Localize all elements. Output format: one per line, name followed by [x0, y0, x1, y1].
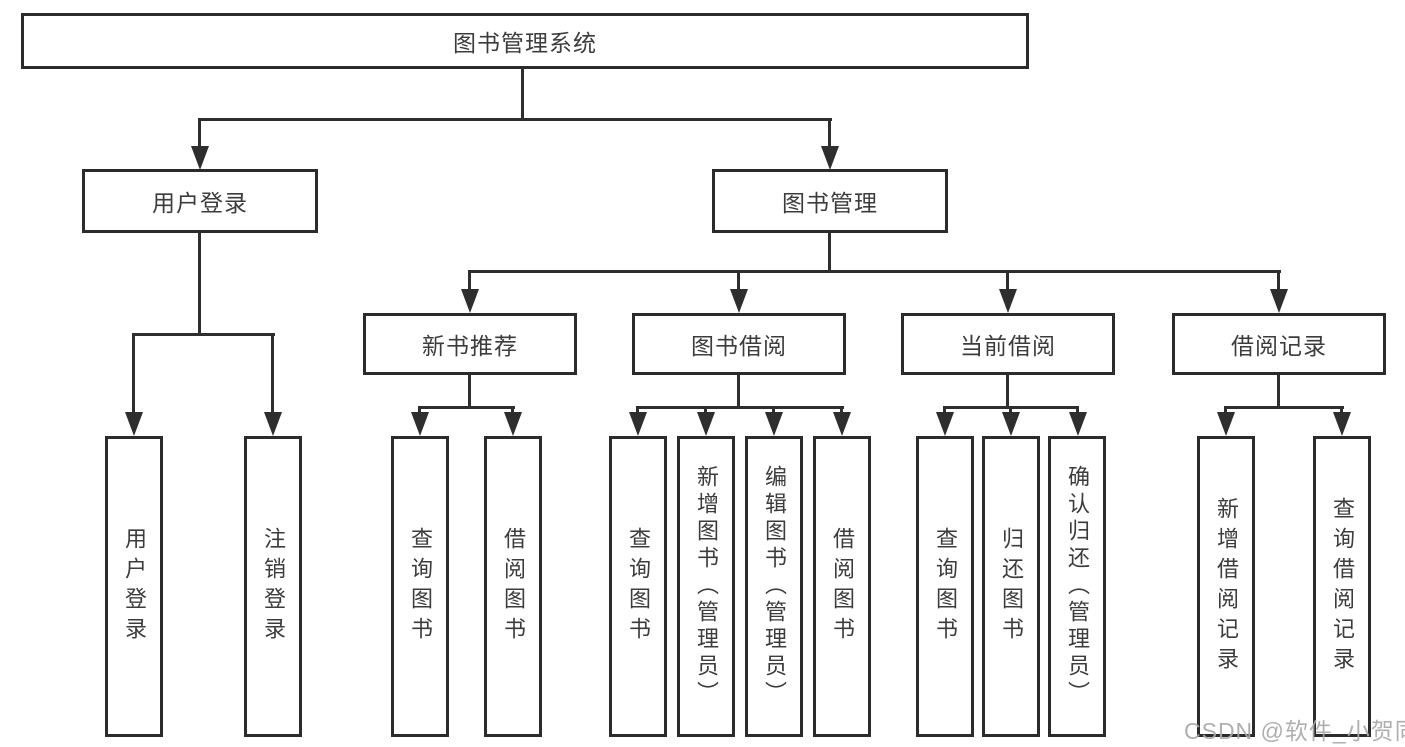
arrowhead-user-login: [191, 146, 209, 170]
leaf-newbooks-borrow-label: 借阅图书: [501, 526, 526, 647]
arrowhead-current-query: [936, 412, 954, 436]
connector-root-stub-right: [828, 118, 831, 149]
node-new-books-label: 新书推荐: [422, 333, 518, 359]
connector-mgmt-stub-3: [1006, 270, 1009, 292]
leaf-current-query: 查询图书: [916, 436, 974, 737]
leaf-borrow-borrow-label: 借阅图书: [830, 526, 855, 647]
arrowhead-newbooks-query: [411, 412, 429, 436]
connector-records-vline: [1277, 375, 1280, 408]
arrowhead-newbooks-borrow: [504, 412, 522, 436]
leaf-newbooks-query-label: 查询图书: [408, 526, 433, 647]
arrowhead-logout-leaf: [264, 412, 282, 436]
arrowhead-current-return: [1002, 412, 1020, 436]
arrowhead-records-add: [1217, 412, 1235, 436]
arrowhead-new-books: [461, 289, 479, 313]
arrowhead-records-query: [1333, 412, 1351, 436]
connector-records-stub-1: [1224, 406, 1227, 415]
connector-mgmt-vline: [828, 233, 831, 272]
node-user-login-label: 用户登录: [152, 190, 248, 216]
connector-current-stub-3: [1076, 406, 1079, 415]
arrowhead-borrow-records: [1270, 289, 1288, 313]
leaf-current-return: 归还图书: [982, 436, 1040, 737]
connector-newbooks-hbar: [418, 406, 515, 409]
node-new-books: 新书推荐: [363, 313, 577, 375]
connector-records-hbar: [1224, 406, 1344, 409]
connector-mgmt-hbar: [468, 270, 1281, 273]
node-current-borrow: 当前借阅: [901, 313, 1115, 375]
leaf-user-login: 用户登录: [105, 436, 163, 737]
connector-records-stub-2: [1340, 406, 1343, 415]
node-root: 图书管理系统: [21, 13, 1029, 69]
leaf-current-query-label: 查询图书: [933, 526, 958, 647]
connector-mgmt-stub-2: [737, 270, 740, 292]
node-borrow-records-label: 借阅记录: [1231, 333, 1327, 359]
leaf-borrow-query-label: 查询图书: [626, 526, 651, 647]
arrowhead-current-confirm: [1069, 412, 1087, 436]
leaf-newbooks-borrow: 借阅图书: [484, 436, 542, 737]
leaf-borrow-edit-label: 编辑图书（管理员）: [762, 465, 787, 708]
leaf-current-confirm: 确认归还（管理员）: [1048, 436, 1106, 737]
leaf-logout-label: 注销登录: [261, 526, 286, 647]
leaf-borrow-edit: 编辑图书（管理员）: [745, 436, 803, 737]
connector-borrow-vline: [737, 375, 740, 408]
connector-borrow-stub-3: [772, 406, 775, 415]
arrowhead-login-leaf: [125, 412, 143, 436]
connector-mgmt-stub-1: [468, 270, 471, 292]
leaf-borrow-borrow: 借阅图书: [813, 436, 871, 737]
arrowhead-borrow-edit: [765, 412, 783, 436]
connector-user-stub-2: [271, 333, 274, 413]
connector-borrow-stub-2: [704, 406, 707, 415]
leaf-records-add-label: 新增借阅记录: [1214, 496, 1239, 677]
connector-newbooks-vline: [468, 375, 471, 408]
connector-borrow-hbar: [636, 406, 844, 409]
connector-mgmt-stub-4: [1277, 270, 1280, 292]
arrowhead-borrow-query: [629, 412, 647, 436]
leaf-borrow-query: 查询图书: [609, 436, 667, 737]
node-book-borrow: 图书借阅: [632, 313, 846, 375]
connector-user-vline: [198, 233, 201, 335]
node-current-borrow-label: 当前借阅: [960, 333, 1056, 359]
watermark: CSDN @软件_小贺同学: [1184, 718, 1405, 744]
connector-root-stub-left: [198, 118, 201, 149]
leaf-borrow-add-label: 新增图书（管理员）: [694, 465, 719, 708]
connector-current-stub-2: [1009, 406, 1012, 415]
connector-user-stub-1: [132, 333, 135, 413]
connector-newbooks-stub-2: [511, 406, 514, 415]
connector-borrow-stub-4: [840, 406, 843, 415]
leaf-logout: 注销登录: [244, 436, 302, 737]
leaf-records-add: 新增借阅记录: [1197, 436, 1255, 737]
arrowhead-current-borrow: [999, 289, 1017, 313]
connector-root-vline: [521, 69, 524, 121]
node-borrow-records: 借阅记录: [1172, 313, 1386, 375]
leaf-current-confirm-label: 确认归还（管理员）: [1065, 465, 1090, 708]
leaf-records-query-label: 查询借阅记录: [1330, 496, 1355, 677]
arrowhead-book-mgmt: [821, 146, 839, 170]
node-book-borrow-label: 图书借阅: [691, 333, 787, 359]
leaf-user-login-label: 用户登录: [122, 526, 147, 647]
connector-current-vline: [1006, 375, 1009, 408]
arrowhead-book-borrow: [730, 289, 748, 313]
node-root-label: 图书管理系统: [453, 30, 597, 56]
leaf-records-query: 查询借阅记录: [1313, 436, 1371, 737]
node-book-mgmt: 图书管理: [712, 169, 948, 233]
node-book-mgmt-label: 图书管理: [782, 190, 878, 216]
connector-current-stub-1: [943, 406, 946, 415]
arrowhead-borrow-add: [697, 412, 715, 436]
leaf-newbooks-query: 查询图书: [391, 436, 449, 737]
leaf-current-return-label: 归还图书: [999, 526, 1024, 647]
connector-newbooks-stub-1: [418, 406, 421, 415]
node-user-login: 用户登录: [82, 169, 318, 233]
connector-borrow-stub-1: [636, 406, 639, 415]
connector-root-hbar: [198, 118, 832, 121]
arrowhead-borrow-borrow: [833, 412, 851, 436]
leaf-borrow-add: 新增图书（管理员）: [677, 436, 735, 737]
connector-user-hbar: [132, 333, 275, 336]
